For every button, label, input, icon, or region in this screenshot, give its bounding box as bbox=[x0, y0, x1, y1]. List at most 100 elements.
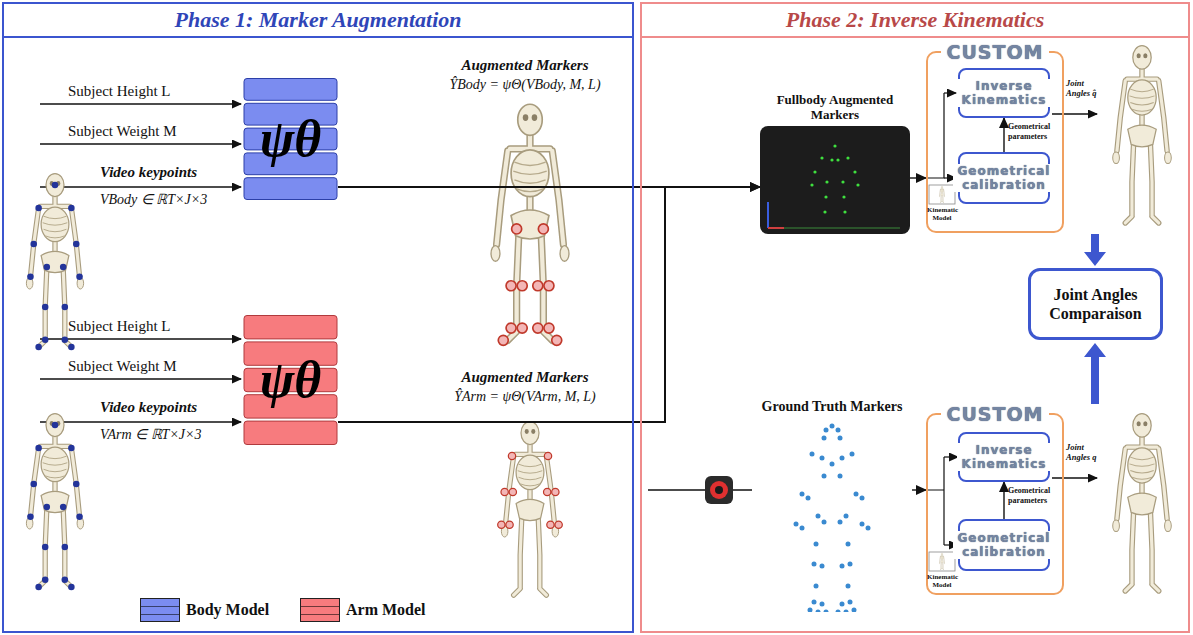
layer-bar bbox=[244, 421, 337, 444]
annotation-label: Video keypoints bbox=[100, 398, 240, 416]
drawing-part bbox=[830, 462, 835, 467]
drawing-part bbox=[501, 422, 558, 595]
drawing-part bbox=[820, 456, 825, 461]
drawing-part bbox=[808, 608, 813, 613]
drawing-part bbox=[810, 452, 815, 457]
drawing-part bbox=[506, 323, 516, 333]
drawing-part bbox=[60, 504, 67, 511]
drawing-part bbox=[853, 170, 856, 173]
drawing-part bbox=[794, 522, 799, 527]
drawing-part bbox=[491, 104, 569, 340]
phase-panel: ψθAugmented MarkersŶBody = ψΘ(VBody, M, … bbox=[2, 2, 634, 633]
drawing-part bbox=[498, 335, 508, 345]
annotation-label: VBody ∈ ℝT×J×3 bbox=[100, 191, 240, 209]
drawing-part bbox=[517, 323, 527, 333]
drawing-part bbox=[770, 228, 900, 229]
node-text: Augmented Markers bbox=[461, 368, 588, 387]
node-text: Ground Truth Markers bbox=[752, 398, 912, 415]
drawing-part bbox=[806, 496, 811, 501]
kinematic-model-icon bbox=[929, 185, 955, 571]
annotation-label: Kinematic Model bbox=[927, 206, 957, 222]
edge-label: Geometrical parameters bbox=[1008, 486, 1062, 505]
node-text: Phase 1: Marker Augmentation bbox=[174, 7, 461, 33]
annotation-label: Joint Angles q bbox=[1066, 442, 1098, 462]
augmented-skeleton bbox=[498, 422, 563, 595]
mocap-camera bbox=[648, 476, 752, 504]
drawing-part bbox=[813, 170, 816, 173]
drawing-part bbox=[768, 227, 784, 229]
drawing-part bbox=[62, 336, 69, 343]
drawing-part bbox=[850, 452, 855, 457]
drawing-part bbox=[822, 436, 827, 441]
comparison-box: Joint Angles Comparaison bbox=[1028, 268, 1163, 340]
node-text: Inverse Kinematics bbox=[957, 443, 1052, 471]
legend-swatch bbox=[300, 598, 340, 622]
drawing-part bbox=[506, 521, 513, 528]
drawing-part bbox=[40, 103, 241, 104]
drawing-part bbox=[26, 174, 83, 347]
drawing-part bbox=[552, 488, 559, 495]
drawing-part bbox=[840, 564, 845, 569]
process-box: Inverse Kinematics bbox=[958, 432, 1050, 482]
drawing-part bbox=[544, 452, 551, 459]
node-text: Augmented Markers bbox=[461, 56, 588, 75]
marker-dots bbox=[752, 420, 912, 612]
drawing-part bbox=[830, 158, 833, 161]
drawing-part bbox=[838, 520, 843, 525]
drawing-part bbox=[810, 183, 813, 186]
connector bbox=[338, 187, 760, 422]
node-text: CUSTOM bbox=[941, 40, 1048, 64]
custom-internal-arrows bbox=[928, 93, 958, 545]
annotation-label: Subject Weight M bbox=[68, 357, 238, 375]
drawing-part bbox=[860, 496, 865, 501]
drawing-part bbox=[929, 552, 955, 571]
layer-bar bbox=[244, 79, 337, 101]
drawing-part bbox=[40, 378, 241, 379]
custom-box: Inverse KinematicsGeometrical calibratio… bbox=[926, 40, 1064, 234]
drawing-part bbox=[800, 492, 805, 497]
drawing-part bbox=[1052, 113, 1097, 114]
drawing-part bbox=[44, 504, 51, 511]
drawing-part bbox=[820, 156, 823, 159]
custom-border bbox=[927, 52, 1063, 232]
drawing-part bbox=[35, 445, 42, 452]
drawing-part bbox=[42, 544, 49, 551]
drawing-part bbox=[846, 584, 851, 589]
annotation-label: VArm ∈ ℝT×J×3 bbox=[100, 426, 240, 444]
drawing-part bbox=[846, 542, 851, 547]
drawing-part bbox=[60, 264, 67, 271]
connector bbox=[1003, 482, 1004, 519]
drawing-part bbox=[42, 576, 49, 583]
drawing-part bbox=[816, 610, 821, 613]
annotation-label: Joint Angles q̂ bbox=[1066, 78, 1098, 98]
drawing-part bbox=[820, 602, 825, 607]
drawing-part bbox=[544, 488, 551, 495]
drawing-part bbox=[822, 474, 827, 479]
drawing-part bbox=[830, 424, 835, 429]
drawing-part bbox=[848, 562, 853, 567]
drawing-part bbox=[833, 144, 836, 147]
drawing-part bbox=[26, 414, 83, 587]
drawing-part bbox=[814, 542, 819, 547]
augmented-skeleton bbox=[491, 104, 569, 345]
drawing-part bbox=[928, 93, 944, 178]
drawing-part bbox=[517, 281, 527, 291]
process-box: Inverse Kinematics bbox=[958, 68, 1050, 118]
drawing-part bbox=[852, 608, 857, 613]
drawing-part bbox=[68, 344, 75, 351]
legend-item: Body Model bbox=[140, 598, 269, 622]
drawing-part bbox=[498, 224, 561, 345]
drawing-part bbox=[825, 180, 828, 183]
node-text: Geometrical calibration bbox=[953, 164, 1056, 192]
drawing-part bbox=[27, 422, 83, 591]
drawing-part bbox=[1084, 234, 1106, 266]
drawing-part bbox=[42, 336, 49, 343]
drawing-part bbox=[812, 600, 817, 605]
drawing-part bbox=[648, 489, 752, 491]
drawing-part bbox=[841, 180, 844, 183]
node-text: Joint Angles Comparaison bbox=[1034, 285, 1157, 323]
viewer-screen bbox=[760, 126, 910, 234]
phase-panel: Fullbody Augmented MarkersInverse Kinema… bbox=[640, 2, 1190, 633]
drawing-part bbox=[836, 610, 841, 613]
